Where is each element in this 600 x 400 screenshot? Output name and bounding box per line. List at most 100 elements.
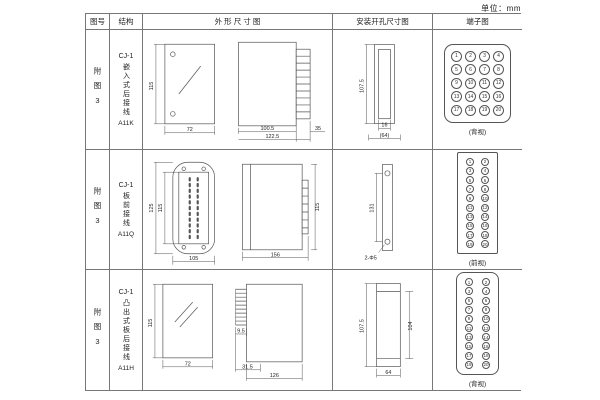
outline-drawing-a11q: 115 125 105 156 115	[149, 161, 321, 265]
dim-label: (64)	[380, 133, 390, 139]
header-outline-label: 外 形 尺 寸 图	[214, 17, 261, 26]
model-label: CJ-1	[118, 288, 134, 296]
dim-label: 105	[189, 256, 198, 262]
install-cell-row2: 131 2-Φ5	[333, 150, 433, 270]
header-install: 安装开孔尺寸图	[333, 14, 433, 30]
outline-cell-row1: 115 72 100.5 122.5 35	[143, 30, 333, 150]
terminal-circle: 1	[465, 278, 473, 287]
dim-label: 100.5	[260, 125, 274, 131]
fig-cell-row3: 附图3	[86, 270, 110, 390]
type-code: A11Q	[117, 230, 135, 238]
header-structure: 结构	[110, 14, 143, 30]
terminal-circle: 1	[466, 157, 474, 166]
terminal-circle: 11	[479, 77, 490, 89]
terminal-circle: 16	[481, 221, 489, 230]
structure-cell-row2: CJ-1 板前接线 A11Q	[110, 150, 143, 270]
terminal-circle: 17	[466, 231, 474, 240]
terminal-circle: 17	[465, 351, 473, 360]
structure-desc: 板前接线	[122, 191, 130, 228]
terminal-circle: 10	[465, 77, 476, 89]
install-views	[364, 283, 414, 378]
terminal-circle: 5	[465, 296, 473, 305]
terminal-circle: 4	[481, 166, 489, 175]
terminal-circle: 12	[482, 324, 490, 333]
dim-label: 131	[370, 203, 376, 212]
terminal-circle: 9	[451, 77, 462, 89]
outline-views	[153, 41, 326, 142]
terminal-circle: 9	[465, 314, 473, 323]
terminal-circle: 4	[482, 287, 490, 296]
dim-label: 72	[187, 126, 193, 132]
outline-drawing-a11h: 115 72 9.5 31.5 126	[148, 283, 303, 381]
terminal-circle: 10	[482, 314, 490, 323]
outline-cell-row3: 115 72 9.5 31.5 126	[143, 270, 333, 390]
terminal-circle: 2	[481, 157, 489, 166]
terminal-circle: 4	[493, 50, 504, 62]
view-label: (背视)	[468, 380, 487, 388]
terminal-circle: 16	[482, 342, 490, 351]
dim-label: 122.5	[265, 134, 279, 140]
dim-label: 104	[408, 322, 414, 331]
structure-cell-row3: CJ-1 凸出式板后接线 A11H	[110, 270, 143, 390]
terminal-circle: 13	[466, 212, 474, 221]
terminal-circle: 6	[482, 296, 490, 305]
terminal-circle: 2	[465, 50, 476, 62]
structure-text: CJ-1 板前接线 A11Q	[118, 182, 134, 238]
outline-dims: 115 125 105 156 115	[149, 202, 321, 262]
header-fig: 图号	[86, 14, 110, 30]
outline-drawing-a11k: 115 72 100.5 122.5 35	[149, 41, 326, 142]
header-install-label: 安装开孔尺寸图	[356, 17, 409, 26]
spec-table: 图号 结构 外 形 尺 寸 图 安装开孔尺寸图 端子图 附图3 CJ-1 嵌入式…	[85, 13, 522, 391]
dim-label: 115	[158, 203, 164, 212]
terminal-circle: 15	[479, 91, 490, 102]
terminal-circle: 3	[465, 287, 473, 296]
terminal-circle: 17	[451, 104, 462, 116]
dim-label: 2-Φ5	[365, 255, 377, 261]
terminal-circle: 18	[465, 104, 476, 116]
terminal-circle: 19	[466, 240, 474, 249]
dim-label: 72	[185, 361, 191, 367]
terminal-circle: 18	[481, 231, 489, 240]
terminal-circle: 20	[482, 360, 490, 369]
fig-cell-row1: 附图3	[86, 30, 110, 150]
install-cell-row1: 107.5 16 (64)	[333, 30, 433, 150]
dim-label: 126	[270, 373, 279, 379]
terminal-circle: 20	[481, 240, 489, 249]
dim-label: 31.5	[242, 364, 253, 370]
terminal-circle: 19	[465, 360, 473, 369]
terminal-circle: 18	[482, 351, 490, 360]
structure-cell-row1: CJ-1 嵌入式后接线 A11K	[110, 30, 143, 150]
terminal-circle: 5	[466, 176, 474, 185]
terminal-circle: 5	[451, 64, 462, 75]
install-drawing-a11q: 131 2-Φ5	[365, 163, 393, 261]
terminal-circle: 7	[465, 305, 473, 314]
terminal-circle: 8	[493, 64, 504, 75]
outline-dims: 115 72 9.5 31.5 126	[148, 319, 279, 380]
install-cell-row3: 107.5 104 64	[333, 270, 433, 390]
terminal-circle: 11	[465, 324, 473, 333]
terminal-circle: 15	[466, 221, 474, 230]
outline-views	[152, 283, 303, 381]
terminal-circle: 12	[481, 203, 489, 212]
unit-label: 单位：mm	[481, 4, 521, 13]
terminal-circle: 12	[493, 77, 504, 89]
structure-text: CJ-1 嵌入式后接线 A11K	[118, 53, 133, 127]
terminal-circle: 14	[465, 91, 476, 102]
dim-label: 16	[381, 122, 387, 128]
install-dims: 107.5 16 (64)	[360, 79, 390, 139]
dim-label: 107.5	[360, 79, 366, 93]
header-outline: 外 形 尺 寸 图	[143, 14, 333, 30]
header-terminal: 端子图	[433, 14, 522, 30]
install-dims: 131 2-Φ5	[365, 203, 377, 261]
terminal-circle: 19	[479, 104, 490, 116]
terminal-circle: 13	[451, 91, 462, 102]
dim-label: 156	[271, 252, 280, 258]
